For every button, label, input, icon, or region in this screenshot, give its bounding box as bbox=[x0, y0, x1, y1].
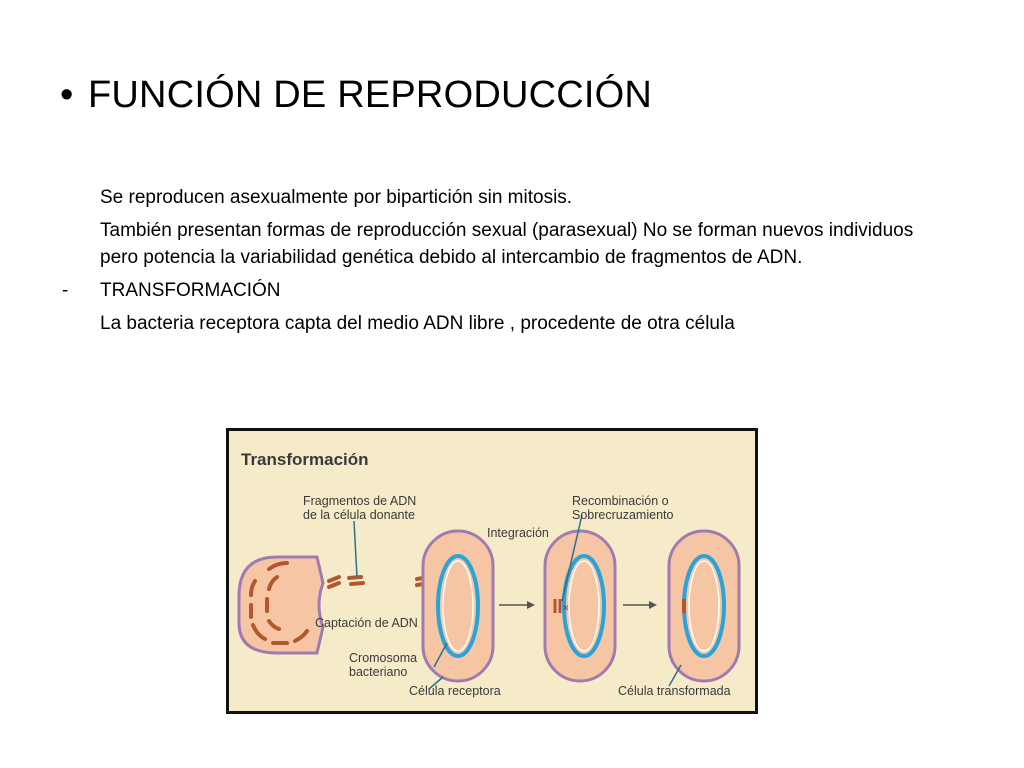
figure-title: Transformación bbox=[241, 450, 369, 469]
recipient-pointer bbox=[428, 676, 444, 690]
label-recipient-cell: Célula receptora bbox=[409, 684, 501, 698]
chromosome-ring bbox=[436, 554, 480, 658]
transformed-pointer bbox=[668, 664, 682, 687]
label-transformed-cell: Célula transformada bbox=[618, 684, 731, 698]
transformation-figure: Transformación bbox=[226, 428, 758, 714]
svg-text:✕: ✕ bbox=[562, 603, 570, 613]
label-integration: Integración bbox=[487, 526, 549, 540]
free-dna-fragments bbox=[327, 575, 431, 589]
donor-cell bbox=[237, 555, 431, 655]
label-uptake: Captación de ADN bbox=[315, 616, 418, 630]
paragraph-transformation: La bacteria receptora capta del medio AD… bbox=[100, 313, 735, 334]
figure-labels: Fragmentos de ADN de la célula donante I… bbox=[303, 494, 731, 698]
chromosome-pointer bbox=[433, 642, 448, 668]
integrating-cell: ✕ bbox=[543, 529, 617, 683]
list-marker: - bbox=[62, 280, 69, 301]
arrow-2 bbox=[623, 601, 657, 609]
list-item-transformacion: - TRANSFORMACIÓN bbox=[62, 277, 940, 304]
recipient-cell bbox=[421, 529, 495, 683]
fragments-pointer bbox=[353, 520, 358, 578]
title-text: FUNCIÓN DE REPRODUCCIÓN bbox=[88, 74, 653, 116]
label-fragments-1: Fragmentos de ADN bbox=[303, 494, 416, 508]
label-recombination-1: Recombinación o bbox=[572, 494, 669, 508]
transformation-diagram: Transformación bbox=[237, 450, 741, 698]
slide-body: Se reproducen asexualmente por bipartici… bbox=[62, 184, 940, 343]
list-item-label: TRANSFORMACIÓN bbox=[100, 280, 281, 301]
label-recombination-2: Sobrecruzamiento bbox=[572, 508, 673, 522]
label-chromosome-2: bacteriano bbox=[349, 665, 407, 679]
donor-dna-fragments bbox=[249, 561, 309, 645]
paragraph-asexual: Se reproducen asexualmente por bipartici… bbox=[100, 187, 573, 208]
transformed-cell bbox=[667, 529, 741, 683]
label-chromosome-1: Cromosoma bbox=[349, 651, 417, 665]
slide-title: • FUNCIÓN DE REPRODUCCIÓN bbox=[60, 72, 652, 118]
arrow-1 bbox=[499, 601, 535, 609]
label-fragments-2: de la célula donante bbox=[303, 508, 415, 522]
paragraph-parasexual: También presentan formas de reproducción… bbox=[100, 220, 914, 268]
recombination-pointer bbox=[561, 514, 583, 602]
title-bullet: • bbox=[60, 74, 74, 116]
